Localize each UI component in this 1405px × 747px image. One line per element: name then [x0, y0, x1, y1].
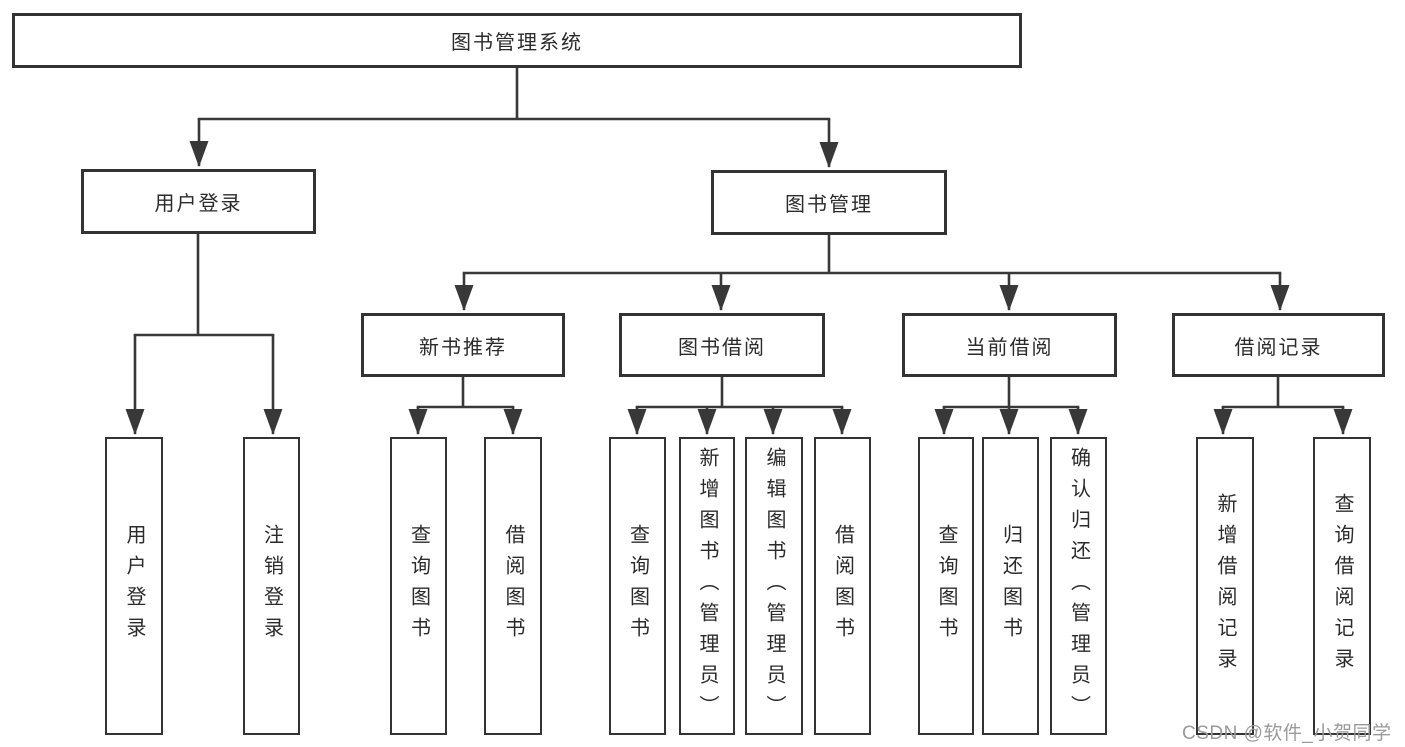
node-book-borrow-label: 图书借阅 [678, 336, 766, 359]
leaf-query-book-3: 查询图书 [918, 437, 974, 735]
leaf-user-login: 用户登录 [105, 437, 163, 735]
node-book-mgmt-label: 图书管理 [785, 194, 873, 216]
leaf-query-book-2: 查询图书 [609, 437, 666, 735]
leaf-confirm-return-label: 确认归还（管理员） [1067, 446, 1090, 726]
leaf-logout: 注销登录 [243, 437, 300, 735]
node-current-borrow: 当前借阅 [902, 313, 1117, 377]
leaf-query-borrow-record: 查询借阅记录 [1313, 437, 1371, 735]
node-user-login-label: 用户登录 [154, 193, 243, 215]
leaf-edit-book: 编辑图书（管理员） [745, 437, 803, 735]
leaf-query-book-1: 查询图书 [390, 437, 447, 735]
node-root-label: 图书管理系统 [451, 32, 583, 54]
watermark-text: CSDN @软件_小贺同学 [1182, 723, 1392, 744]
leaf-borrow-book-1: 借阅图书 [484, 437, 542, 735]
leaf-add-book: 新增图书（管理员） [679, 437, 735, 735]
leaf-query-borrow-record-label: 查询借阅记录 [1331, 493, 1353, 679]
leaf-user-login-label: 用户登录 [123, 524, 145, 648]
node-current-borrow-label: 当前借阅 [965, 336, 1054, 359]
connector-user-login-to-leaves [125, 234, 283, 435]
leaf-confirm-return: 确认归还（管理员） [1050, 437, 1107, 735]
connector-root-to-level2 [189, 68, 839, 168]
connector-borrow-record-to-leaves [1213, 377, 1353, 435]
node-new-book-rec-label: 新书推荐 [419, 336, 507, 359]
leaf-add-borrow-record: 新增借阅记录 [1196, 437, 1254, 735]
node-book-borrow: 图书借阅 [619, 313, 825, 377]
node-borrow-record: 借阅记录 [1172, 313, 1385, 377]
node-new-book-rec: 新书推荐 [361, 313, 565, 377]
leaf-borrow-book-1-label: 借阅图书 [502, 524, 524, 648]
connector-book-borrow-to-leaves [627, 377, 852, 435]
leaf-add-book-label: 新增图书（管理员） [696, 446, 718, 726]
leaf-borrow-book-2-label: 借阅图书 [831, 524, 854, 648]
connector-current-borrow-to-leaves [934, 377, 1088, 435]
connector-new-book-rec-to-leaves [408, 377, 523, 435]
leaf-return-book-label: 归还图书 [999, 524, 1022, 648]
leaf-edit-book-label: 编辑图书（管理员） [763, 446, 785, 726]
node-user-login: 用户登录 [81, 169, 316, 234]
node-book-mgmt: 图书管理 [711, 170, 947, 235]
leaf-query-book-1-label: 查询图书 [407, 524, 430, 648]
connector-book-mgmt-to-level3 [454, 235, 1290, 311]
leaf-add-borrow-record-label: 新增借阅记录 [1214, 493, 1236, 679]
leaf-return-book: 归还图书 [982, 437, 1039, 735]
leaf-query-book-3-label: 查询图书 [935, 524, 957, 648]
node-borrow-record-label: 借阅记录 [1234, 336, 1323, 359]
leaf-query-book-2-label: 查询图书 [626, 524, 649, 648]
node-root: 图书管理系统 [12, 13, 1022, 68]
leaf-borrow-book-2: 借阅图书 [814, 437, 871, 735]
leaf-logout-label: 注销登录 [260, 524, 283, 648]
